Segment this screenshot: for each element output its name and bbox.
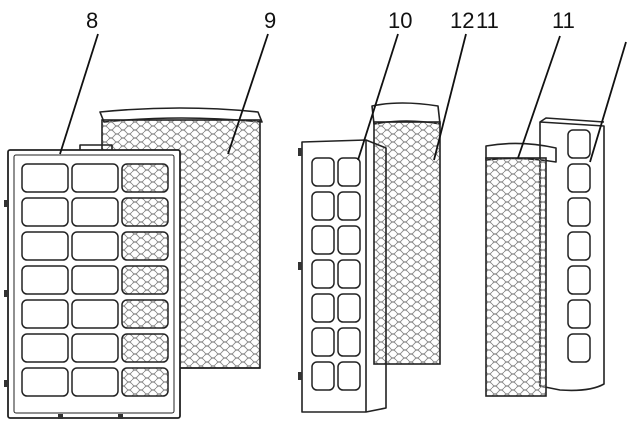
grille-cells-8	[21, 163, 169, 397]
grille-cell	[311, 327, 335, 357]
grille-cell	[567, 231, 591, 261]
grille-cell	[337, 327, 361, 357]
grille-cell	[337, 157, 361, 187]
grille-cell	[71, 333, 119, 363]
grille-cell	[71, 197, 119, 227]
grille-cell	[121, 367, 169, 397]
grille-cell	[71, 367, 119, 397]
grille-cell	[311, 259, 335, 289]
grille-cell	[21, 163, 69, 193]
callout-11-right: 11	[552, 8, 575, 33]
grille-cell	[567, 163, 591, 193]
grille-cell	[567, 333, 591, 363]
grille-cell	[121, 163, 169, 193]
leader-lines	[59, 33, 627, 163]
filter-media-12	[371, 102, 441, 365]
grille-cell	[121, 333, 169, 363]
grille-frame-10	[298, 139, 387, 413]
grille-cells-10	[311, 157, 361, 391]
back-grille-frame-11	[539, 117, 605, 392]
grille-cell	[21, 299, 69, 329]
grille-cell	[567, 129, 591, 159]
grille-cell	[121, 197, 169, 227]
grille-cell	[21, 197, 69, 227]
filter-media-11	[485, 142, 557, 397]
grille-cell	[71, 231, 119, 261]
grille-cell	[337, 361, 361, 391]
grille-cell	[21, 231, 69, 261]
callout-9: 9	[264, 8, 276, 33]
callout-12: 12	[450, 8, 474, 33]
frame-clips	[4, 200, 123, 419]
grille-cell	[71, 163, 119, 193]
grille-cell	[567, 197, 591, 227]
grille-cell	[337, 225, 361, 255]
grille-cell	[71, 265, 119, 295]
callout-11-left: 11	[476, 8, 499, 33]
grille-cell	[311, 157, 335, 187]
grille-cell	[337, 293, 361, 323]
grille-cell	[21, 265, 69, 295]
grille-cell	[311, 225, 335, 255]
grille-cell	[311, 293, 335, 323]
grille-cell	[567, 299, 591, 329]
grille-cell	[337, 259, 361, 289]
grille-cell	[71, 299, 119, 329]
grille-cell	[121, 299, 169, 329]
grille-cell	[21, 367, 69, 397]
grille-cell	[337, 191, 361, 221]
grille-frame-8	[4, 144, 181, 419]
grille-cell	[121, 265, 169, 295]
callout-8: 8	[86, 8, 98, 33]
grille-cell	[21, 333, 69, 363]
grille-cell	[121, 231, 169, 261]
grille-cell	[311, 361, 335, 391]
grille-cell	[311, 191, 335, 221]
grille-cells-11	[567, 129, 591, 363]
callout-labels: 8 9 10 12 11 11	[86, 8, 575, 33]
grille-cell	[567, 265, 591, 295]
callout-10: 10	[388, 8, 412, 33]
